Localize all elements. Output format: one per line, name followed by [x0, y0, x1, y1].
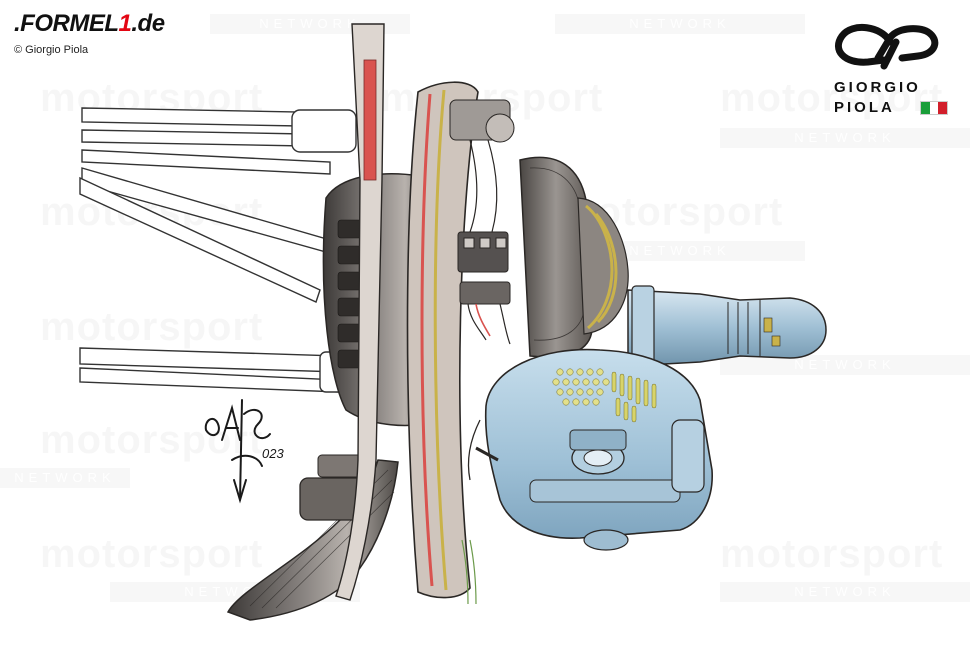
- caliper-slots: [611, 371, 657, 423]
- vane-red-stripe: [363, 59, 377, 181]
- watermark-network: NETWORK: [720, 355, 970, 375]
- watermark-network: NETWORK: [0, 468, 130, 488]
- watermark-network: NETWORK: [720, 582, 970, 602]
- site-brand-logo: .FORMEL1.de: [14, 12, 165, 36]
- disc-red-edge: [420, 93, 434, 587]
- brand-suffix: .de: [131, 10, 165, 37]
- italian-flag-icon: [920, 101, 948, 115]
- image-credit: © Giorgio Piola: [14, 44, 89, 56]
- caliper-lower-ring: [583, 529, 629, 551]
- giorgio-piola-wordmark: GIORGIO PIOLA: [834, 78, 954, 118]
- wordmark-line1: GIORGIO: [834, 79, 921, 96]
- watermark-network: NETWORK: [210, 14, 410, 34]
- watermark-network: NETWORK: [555, 14, 805, 34]
- watermark-network: NETWORK: [720, 128, 970, 148]
- disc-gold-edge: [433, 89, 448, 591]
- upper-fittings: [449, 99, 515, 305]
- bellows: [577, 197, 629, 335]
- caliper-cooling-holes: [552, 368, 610, 406]
- suspension-arms: [79, 107, 357, 393]
- brand-one: 1: [118, 10, 132, 37]
- axle-shaft: [627, 289, 827, 367]
- lower-flap: [226, 459, 399, 621]
- wordmark-line2: PIOLA: [834, 99, 895, 116]
- wiring: [467, 139, 511, 345]
- gp-logo-icon: [835, 23, 939, 70]
- watermark-network: NETWORK: [555, 241, 805, 261]
- brand-prefix: .FORMEL: [14, 10, 119, 37]
- flag-red: [938, 102, 948, 114]
- artist-signature: [204, 399, 271, 504]
- flag-white: [929, 102, 939, 114]
- brake-disc: [406, 81, 479, 599]
- signature-year: 023: [262, 446, 284, 461]
- flag-green: [921, 102, 930, 114]
